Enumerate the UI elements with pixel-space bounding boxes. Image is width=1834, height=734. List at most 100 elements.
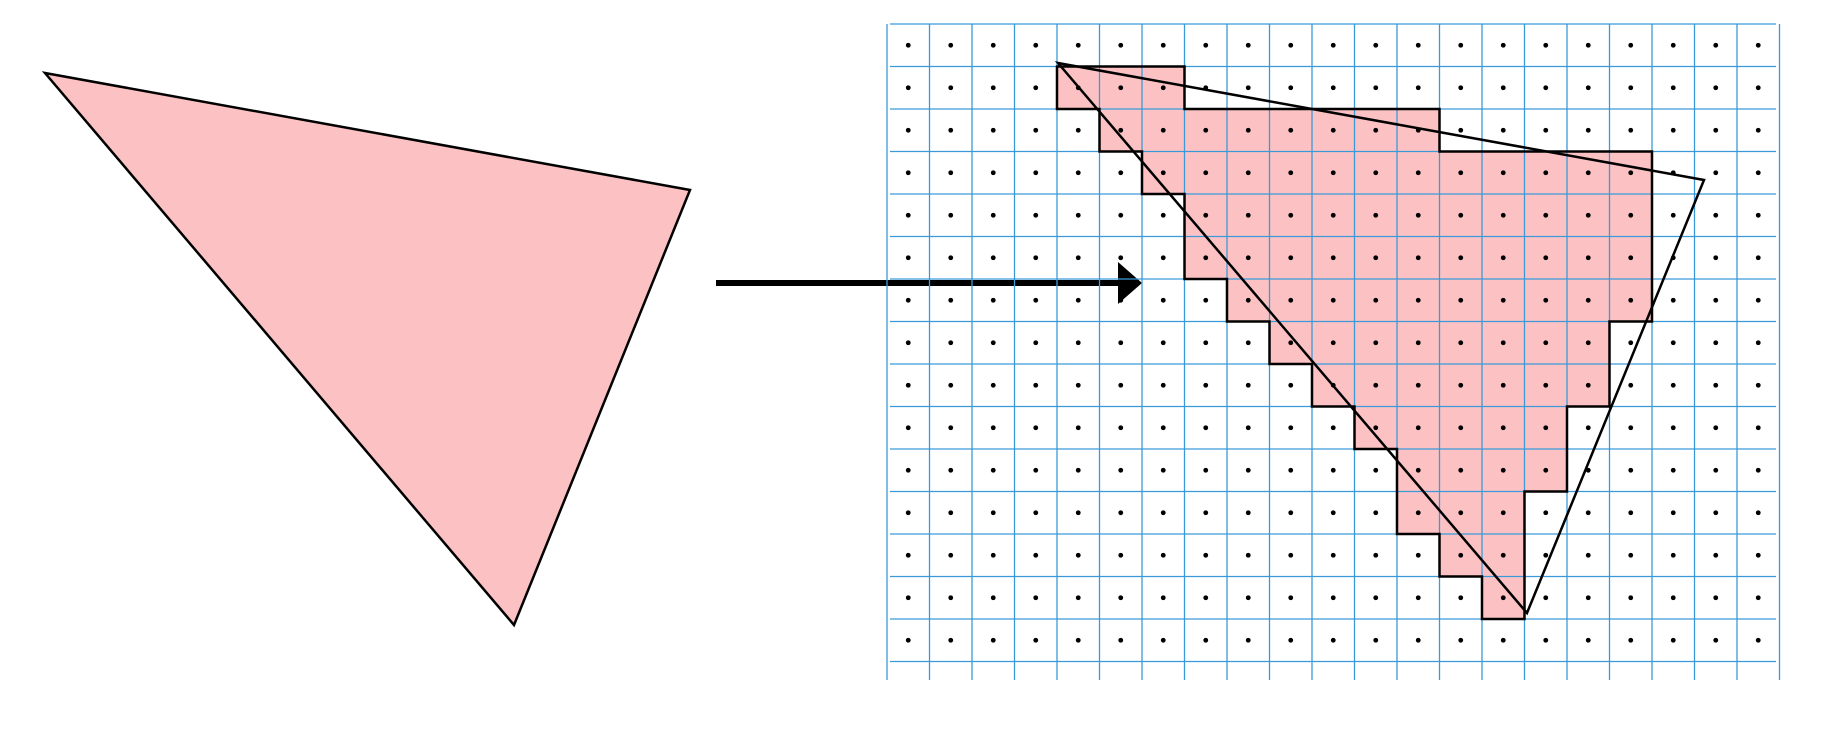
sample-dot <box>948 510 954 516</box>
sample-dot <box>1713 467 1719 473</box>
sample-dot <box>1713 297 1719 303</box>
sample-dot <box>905 85 911 91</box>
sample-dot <box>1585 297 1591 303</box>
sample-dot <box>1245 297 1251 303</box>
sample-dot <box>1415 85 1421 91</box>
sample-dot <box>1458 170 1464 176</box>
sample-dot <box>948 382 954 388</box>
sample-dot <box>905 255 911 261</box>
sample-dot <box>1373 127 1379 133</box>
sample-dot <box>1075 170 1081 176</box>
sample-dot <box>1330 170 1336 176</box>
sample-dot <box>1415 510 1421 516</box>
sample-dot <box>1075 297 1081 303</box>
sample-dot <box>1543 552 1549 558</box>
sample-dot <box>1585 510 1591 516</box>
sample-dot <box>1245 467 1251 473</box>
sample-dot <box>1628 42 1634 48</box>
sample-dot <box>1160 170 1166 176</box>
sample-dot <box>1288 595 1294 601</box>
sample-dot <box>990 42 996 48</box>
sample-dot <box>1500 340 1506 346</box>
sample-dot <box>1373 297 1379 303</box>
sample-dot <box>990 255 996 261</box>
sample-dot <box>1755 255 1761 261</box>
sample-dot <box>1458 212 1464 218</box>
sample-dot <box>1628 552 1634 558</box>
sample-dot <box>1330 637 1336 643</box>
sample-dot <box>1033 510 1039 516</box>
sample-dot <box>905 510 911 516</box>
sample-dot <box>1458 297 1464 303</box>
sample-dot <box>1585 340 1591 346</box>
arrow-head <box>1118 262 1142 304</box>
sample-dot <box>990 425 996 431</box>
sample-dot <box>1543 212 1549 218</box>
sample-dot <box>1670 297 1676 303</box>
sample-dot <box>1118 382 1124 388</box>
sample-dot <box>1373 467 1379 473</box>
sample-dot <box>1543 85 1549 91</box>
sample-dot <box>1585 170 1591 176</box>
sample-dot <box>1075 42 1081 48</box>
sample-dot <box>1118 297 1124 303</box>
sample-dot <box>1543 467 1549 473</box>
sample-dot <box>1585 382 1591 388</box>
sample-dot <box>1543 42 1549 48</box>
sample-dot <box>1543 382 1549 388</box>
sample-dot <box>1713 382 1719 388</box>
sample-dot <box>1033 255 1039 261</box>
sample-dot <box>1160 127 1166 133</box>
sample-dot <box>1543 170 1549 176</box>
sample-dot <box>1500 425 1506 431</box>
sample-dot <box>905 382 911 388</box>
sample-dot <box>1713 127 1719 133</box>
sample-dot <box>1500 85 1506 91</box>
sample-dot <box>1288 510 1294 516</box>
sample-dot <box>1033 382 1039 388</box>
sample-dot <box>1628 382 1634 388</box>
sample-dot <box>1330 467 1336 473</box>
sample-dot <box>990 595 996 601</box>
sample-dot <box>1160 255 1166 261</box>
sample-dot <box>1118 340 1124 346</box>
sample-dot <box>1458 467 1464 473</box>
sample-dot <box>1415 595 1421 601</box>
sample-dot <box>1670 382 1676 388</box>
sample-dot <box>905 595 911 601</box>
sample-dot <box>1118 255 1124 261</box>
sample-dot <box>1330 297 1336 303</box>
sample-dot <box>1033 212 1039 218</box>
sample-dot <box>1500 382 1506 388</box>
sample-dot <box>1373 42 1379 48</box>
sample-dot <box>1755 552 1761 558</box>
sample-dot <box>1075 510 1081 516</box>
sample-dot <box>1330 85 1336 91</box>
staircase-outline <box>1055 65 1654 621</box>
sample-dot <box>1500 595 1506 601</box>
sample-dot <box>1033 467 1039 473</box>
sample-dot <box>1203 42 1209 48</box>
sample-dot <box>948 170 954 176</box>
sample-dot <box>1075 637 1081 643</box>
sample-dot <box>1755 297 1761 303</box>
sample-dot <box>1458 595 1464 601</box>
sample-dot <box>1330 510 1336 516</box>
sample-dot <box>948 212 954 218</box>
sample-dot <box>1415 212 1421 218</box>
sample-dot <box>1713 552 1719 558</box>
sample-dot <box>1033 170 1039 176</box>
sample-dot <box>1245 552 1251 558</box>
sample-dot <box>1245 425 1251 431</box>
sample-dot <box>1288 340 1294 346</box>
sample-dot <box>1713 85 1719 91</box>
sample-dot <box>1713 170 1719 176</box>
sample-dot <box>1670 212 1676 218</box>
sample-dot <box>990 382 996 388</box>
sample-dot <box>1755 637 1761 643</box>
sample-dot <box>1245 85 1251 91</box>
sample-dot <box>1288 127 1294 133</box>
sample-dot <box>1628 340 1634 346</box>
sample-dot <box>1160 212 1166 218</box>
sample-dot <box>1330 212 1336 218</box>
